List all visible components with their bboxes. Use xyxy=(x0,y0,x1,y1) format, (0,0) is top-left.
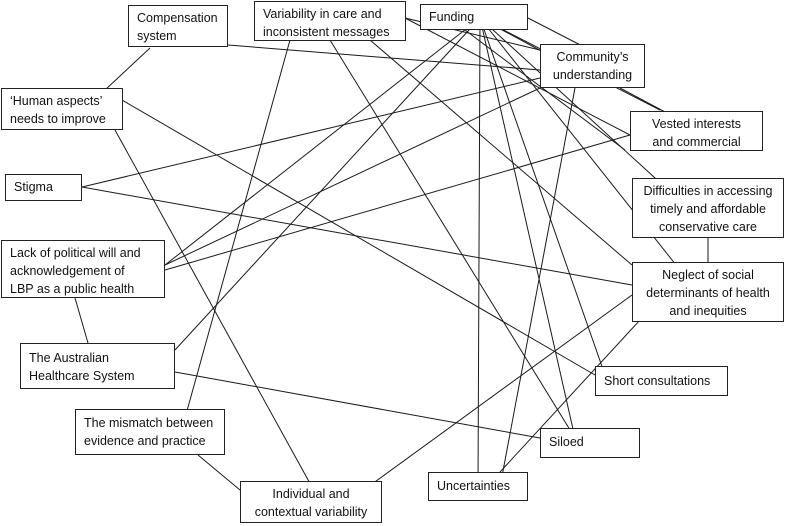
node-label-line: Uncertainties xyxy=(437,479,510,493)
node-individual-contextual-variability: Individual and contextual variability xyxy=(240,481,382,523)
node-label-line: Siloed xyxy=(549,435,584,449)
node-label-line: Individual and xyxy=(272,487,350,501)
node-australian-healthcare-system: The Australian Healthcare System xyxy=(20,343,175,389)
node-uncertainties: Uncertainties xyxy=(428,472,528,501)
node-label-line: Community’s xyxy=(556,50,629,64)
node-label-line: Variability in care and xyxy=(263,7,382,21)
node-label-line: determinants of health xyxy=(646,286,770,300)
node-label-line: Compensation xyxy=(137,11,218,25)
node-label-line: LBP as a public health xyxy=(10,282,135,296)
node-label-line: conservative care xyxy=(659,220,757,234)
node-vested-interests: Vested interests and commercial xyxy=(630,111,763,151)
node-label-line: Difficulties in accessing xyxy=(643,184,773,198)
node-difficulties-accessing-care: Difficulties in accessing timely and aff… xyxy=(632,178,784,238)
node-label-line: ‘Human aspects’ xyxy=(10,94,103,108)
node-label-line: timely and affordable xyxy=(650,202,766,216)
node-label-line: Funding xyxy=(429,10,475,24)
node-lack-of-political-will: Lack of political will and acknowledgeme… xyxy=(1,240,165,298)
node-funding: Funding xyxy=(420,4,528,30)
node-label-line: Lack of political will and xyxy=(10,246,141,260)
node-label-line: contextual variability xyxy=(254,505,368,519)
node-label-line: inconsistent messages xyxy=(263,25,390,39)
node-compensation-system: Compensation system xyxy=(128,5,228,47)
node-label-line: Stigma xyxy=(14,180,53,194)
node-mismatch-evidence-practice: The mismatch between evidence and practi… xyxy=(75,409,225,455)
node-neglect-social-determinants: Neglect of social determinants of health… xyxy=(632,262,784,322)
node-label-line: and inequities xyxy=(669,304,747,318)
node-label-line: understanding xyxy=(552,68,633,82)
node-label-line: The Australian xyxy=(29,351,109,365)
node-label-line: system xyxy=(137,29,177,43)
node-label-line: acknowledgement of xyxy=(10,264,125,278)
node-variability-in-care: Variability in care and inconsistent mes… xyxy=(254,1,406,41)
node-label-line: Short consultations xyxy=(604,374,711,388)
node-human-aspects: ‘Human aspects’ needs to improve xyxy=(1,88,123,130)
node-label-line: The mismatch between xyxy=(84,416,214,430)
node-stigma: Stigma xyxy=(5,174,82,201)
node-label-line: Neglect of social xyxy=(662,268,754,282)
node-siloed: Siloed xyxy=(540,428,640,458)
node-label-line: needs to improve xyxy=(10,112,106,126)
node-label-line: Healthcare System xyxy=(29,369,135,383)
node-short-consultations: Short consultations xyxy=(595,366,728,396)
node-label-line: and commercial xyxy=(652,135,741,149)
node-label-line: Vested interests xyxy=(652,117,741,131)
node-label-line: evidence and practice xyxy=(84,434,206,448)
node-community-understanding: Community’s understanding xyxy=(540,44,645,88)
